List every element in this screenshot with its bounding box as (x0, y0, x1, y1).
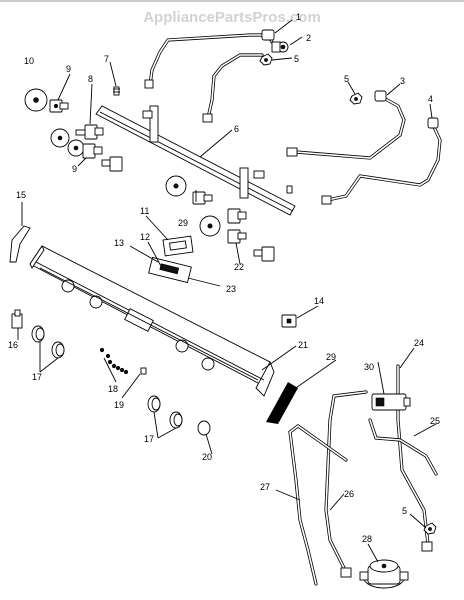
screw-lower (286, 185, 293, 194)
part-17-knobs-lower (147, 395, 183, 429)
part-12-clock-face (148, 256, 192, 284)
label-5c: 5 (402, 506, 407, 516)
part-valve-right (227, 208, 247, 224)
part-16-switch (11, 309, 23, 329)
label-8: 8 (88, 74, 93, 84)
part-5-nut-right (349, 92, 363, 105)
label-14: 14 (314, 296, 324, 306)
part-disc-lower (67, 139, 85, 157)
part-9-valve-lower (82, 143, 103, 159)
part-26-tube (324, 390, 368, 578)
label-11: 11 (140, 206, 149, 216)
label-21: 21 (298, 340, 308, 350)
label-16: 16 (8, 340, 18, 350)
label-9b: 9 (72, 164, 77, 174)
part-30-valve (371, 393, 411, 411)
part-19-connector (140, 367, 147, 375)
label-5a: 5 (294, 54, 299, 64)
part-7-screw (113, 86, 120, 96)
part-6-manifold-bar (95, 105, 296, 216)
label-19: 19 (114, 400, 124, 410)
part-labels: 1 2 5 7 10 9 8 5 3 4 6 9 15 11 29 12 13 … (8, 12, 440, 544)
label-5b: 5 (344, 74, 349, 84)
part-27-tube (288, 424, 348, 586)
part-disc-right (199, 215, 221, 237)
label-29a: 29 (178, 218, 188, 228)
label-10: 10 (24, 56, 34, 66)
label-25: 25 (430, 416, 440, 426)
part-valve-lower-right (101, 156, 123, 172)
part-10-disc (24, 88, 48, 112)
label-7: 7 (104, 54, 109, 64)
part-valve-far-right (253, 246, 275, 262)
label-3: 3 (400, 76, 405, 86)
part-4-tube (321, 117, 442, 205)
label-6: 6 (234, 124, 239, 134)
label-22: 22 (234, 262, 244, 272)
label-29b: 29 (326, 352, 336, 362)
label-27: 27 (260, 482, 270, 492)
label-13: 13 (114, 238, 124, 248)
label-24: 24 (414, 338, 424, 348)
label-9a: 9 (66, 64, 71, 74)
part-3-tube (286, 90, 406, 160)
label-17a: 17 (32, 372, 42, 382)
part-25-tube (368, 418, 438, 476)
part-1-tube-lower (202, 53, 264, 123)
label-4: 4 (428, 94, 433, 104)
part-18-button-strip (99, 347, 129, 375)
part-5-nut-lower (423, 522, 437, 535)
label-18: 18 (108, 384, 118, 394)
part-1-tube (144, 29, 275, 89)
label-20: 20 (202, 452, 212, 462)
label-12: 12 (140, 232, 150, 242)
part-29-shield (266, 382, 298, 424)
leader-lines (17, 19, 437, 563)
label-1: 1 (296, 12, 301, 22)
label-28: 28 (362, 534, 372, 544)
watermark-text: AppliancePartsPros.com (143, 9, 321, 26)
part-disc-mid (50, 128, 70, 148)
label-15: 15 (16, 190, 26, 200)
label-17b: 17 (144, 434, 154, 444)
part-17-knobs-upper (31, 325, 65, 359)
part-28-regulator (359, 559, 409, 589)
part-15-bracket (9, 225, 31, 263)
label-2: 2 (306, 33, 311, 43)
part-8-valve (75, 124, 104, 140)
part-14-clip (281, 314, 297, 328)
part-disc-center (165, 175, 187, 197)
part-9-valve-upper (49, 99, 69, 113)
part-22-valve (227, 229, 247, 244)
label-23: 23 (226, 284, 236, 294)
part-5-nut-top (259, 53, 273, 66)
label-26: 26 (344, 489, 354, 499)
fitting-lower-right (421, 541, 433, 552)
part-21-control-panel (29, 245, 275, 397)
part-20-cap (197, 420, 211, 436)
part-2-fitting (271, 41, 289, 53)
part-11-clock (162, 235, 194, 257)
label-30: 30 (364, 362, 374, 372)
